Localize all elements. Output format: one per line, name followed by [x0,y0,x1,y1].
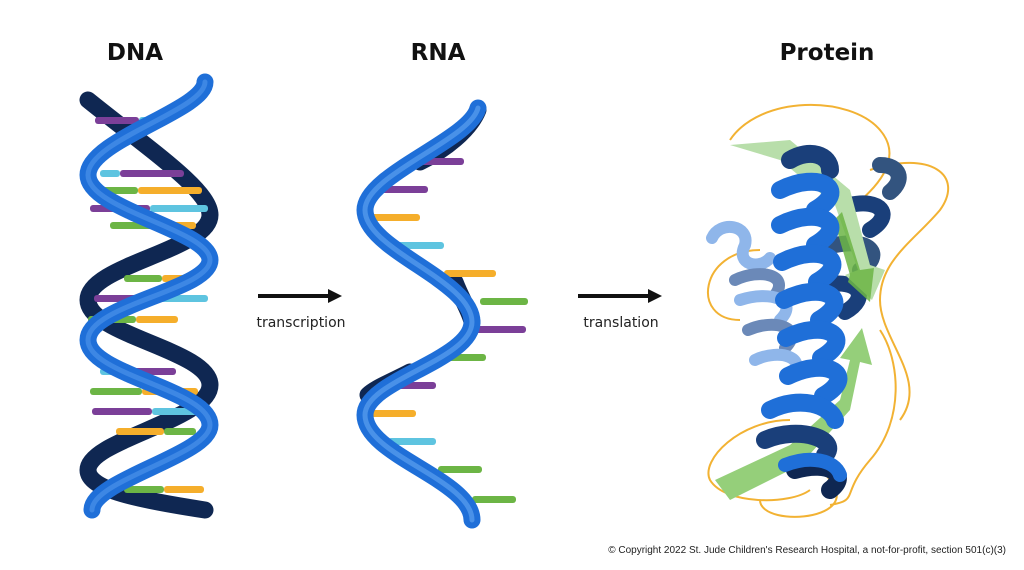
rna-strand [356,99,528,529]
transcription-label: transcription [256,315,346,331]
dna-helix [79,73,219,519]
copyright-notice: © Copyright 2022 St. Jude Children's Res… [608,545,1006,556]
dna-title: DNA [106,40,164,66]
protein-helix-main [756,144,848,499]
translation-label: translation [583,315,659,331]
protein-beta-strand [834,212,874,302]
right-arrow-icon [258,289,342,303]
right-arrow-icon [578,289,662,303]
protein-structure [706,104,950,518]
protein-title: Protein [779,40,875,66]
rna-title: RNA [410,40,466,66]
dna-back-strand [79,91,219,519]
